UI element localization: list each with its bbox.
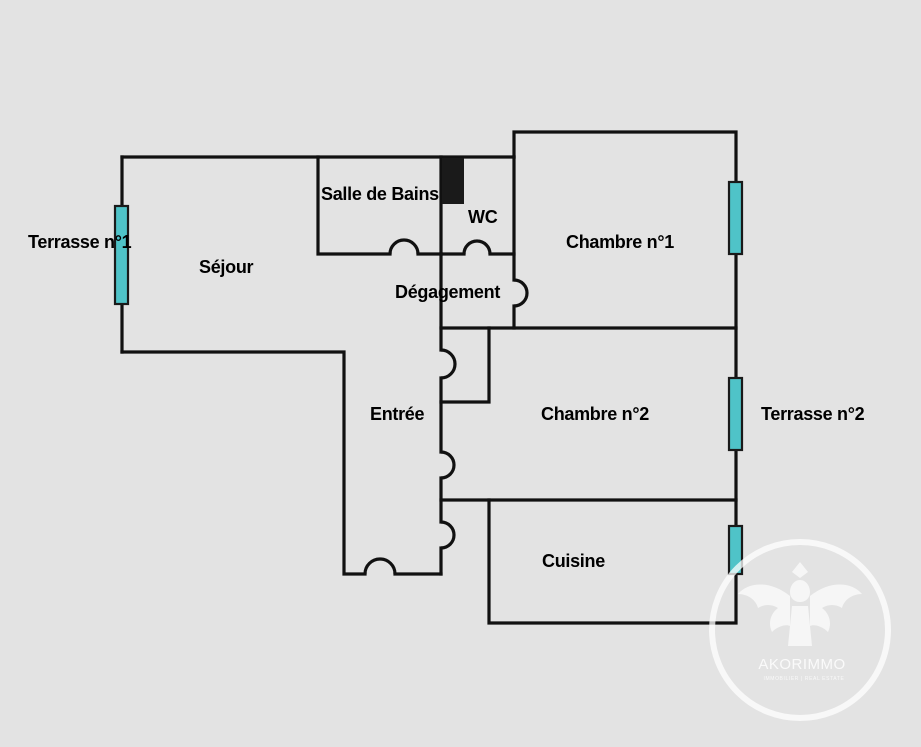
door-cuisine — [440, 520, 456, 550]
room-label-sejour: Séjour — [199, 257, 254, 277]
logo-ring — [709, 539, 891, 721]
window-chambre-1 — [727, 180, 744, 256]
wall-sejour-bottom — [120, 350, 367, 576]
wall-salle-de-bains — [316, 155, 392, 256]
door-sejour-passage — [440, 348, 457, 380]
room-label-chambre-1: Chambre n°1 — [566, 232, 674, 252]
eagle-crest-icon — [738, 562, 862, 646]
door-chambre-1 — [513, 278, 529, 308]
door-salle-de-bains — [388, 238, 420, 255]
room-label-degagement: Dégagement — [395, 282, 501, 302]
doors — [363, 238, 529, 575]
room-label-terrasse-1: Terrasse n°1 — [28, 232, 132, 252]
room-label-salle-de-bains: Salle de Bains — [321, 184, 439, 204]
window-chambre-2 — [727, 376, 744, 452]
door-wc — [462, 239, 492, 255]
akorimmo-logo — [709, 539, 891, 721]
window-terrasse-1 — [113, 204, 130, 306]
room-label-chambre-2: Chambre n°2 — [541, 404, 649, 424]
duct-shaft — [442, 158, 464, 204]
room-label-entree: Entrée — [370, 404, 425, 424]
room-label-wc: WC — [468, 207, 498, 227]
room-label-cuisine: Cuisine — [542, 551, 605, 571]
door-chambre-2 — [440, 450, 456, 480]
room-label-terrasse-2: Terrasse n°2 — [761, 404, 865, 424]
watermark-brand: AKORIMMO — [758, 656, 846, 673]
door-entree — [363, 557, 397, 575]
windows — [113, 180, 744, 576]
walls — [120, 130, 738, 625]
wall-chambre2-left — [439, 326, 491, 404]
wall-chambre1-outer — [487, 130, 738, 625]
watermark-tagline: IMMOBILIER | REAL ESTATE — [763, 676, 845, 682]
